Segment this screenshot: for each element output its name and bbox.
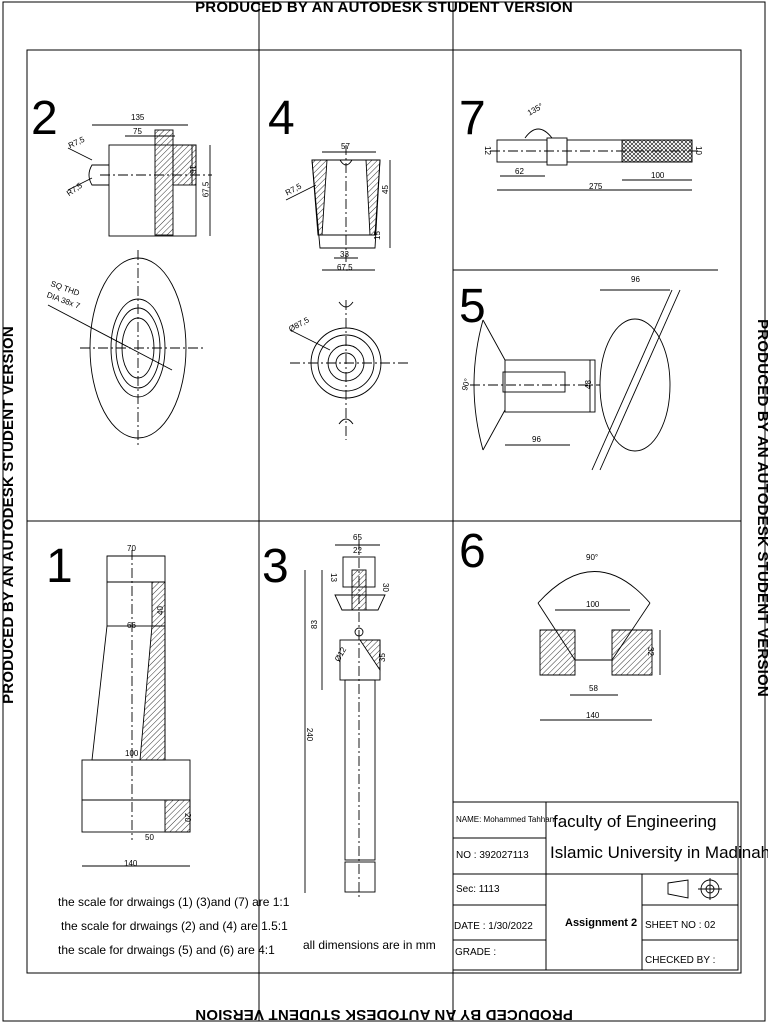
assignment-title: Assignment 2 [565, 917, 638, 929]
drawing-5 [470, 289, 681, 471]
dim-label: 33 [340, 250, 349, 259]
dim-label: 35 [377, 653, 387, 662]
dim-label: 67,5 [201, 181, 211, 198]
dim-label: 75 [133, 127, 142, 136]
dim-label: 30 [380, 583, 390, 592]
dim-label: 12 [482, 146, 492, 155]
scale-note: the scale for drwaings (2) and (4) are 1… [61, 919, 288, 933]
drawing-number-4: 4 [268, 92, 295, 145]
drawing-3 [304, 540, 386, 900]
drawing-number-2: 2 [31, 92, 58, 145]
drawing-number-7: 7 [459, 92, 486, 145]
student-number: NO : 392027113 [456, 850, 529, 861]
dim-label: 240 [305, 727, 315, 742]
dim-label: 65 [353, 533, 362, 542]
drawing-2 [47, 124, 212, 445]
dim-label: 58 [589, 684, 598, 693]
dim-label: 66 [127, 621, 136, 630]
dim-label: 40 [155, 606, 165, 615]
checked-by: CHECKED BY : [645, 955, 716, 966]
dim-label: 32 [645, 647, 655, 656]
dim-label: 10 [693, 146, 703, 155]
section: Sec: 1113 [456, 884, 500, 895]
dim-label: 140 [124, 859, 138, 868]
dim-label: 90° [586, 553, 599, 562]
dimensions-note: all dimensions are in mm [303, 938, 436, 952]
dim-label: 100 [651, 171, 665, 180]
dim-label: 100 [586, 600, 600, 609]
title-block [452, 801, 739, 971]
dim-label: 57 [341, 142, 350, 151]
drawing-7 [490, 128, 700, 191]
drawing-4 [285, 145, 408, 440]
drawing-6 [537, 571, 661, 721]
student-name: NAME: Mohammed Tahhan [456, 815, 555, 824]
dim-label: 22 [353, 546, 362, 555]
drawing-number-6: 6 [459, 525, 486, 578]
drawing-number-5: 5 [459, 280, 486, 333]
scale-note: the scale for drwaings (1) (3)and (7) ar… [58, 895, 290, 909]
drawing-number-3: 3 [262, 540, 289, 593]
watermark-top: PRODUCED BY AN AUTODESK STUDENT VERSION [195, 0, 573, 16]
dim-label: 50 [145, 833, 154, 842]
dim-label: 100 [125, 749, 139, 758]
dim-label: 140 [586, 711, 600, 720]
dim-label: 67,5 [337, 263, 353, 272]
dim-label: 15 [372, 231, 382, 240]
scale-note: the scale for drwaings (5) and (6) are 4… [58, 943, 275, 957]
drawing-number-1: 1 [46, 540, 73, 593]
dim-label: 135 [131, 113, 145, 122]
faculty-name: faculty of Engineering [553, 812, 717, 831]
drawing-1 [81, 550, 191, 867]
dim-label: 275 [589, 182, 603, 191]
projection-symbol [667, 878, 722, 900]
dim-label: 15 [187, 165, 197, 174]
dim-label: 96 [631, 275, 640, 284]
dim-label: 70 [127, 544, 136, 553]
sheet-number: SHEET NO : 02 [645, 920, 716, 931]
dim-label: 62 [515, 167, 524, 176]
dim-label: 13 [328, 573, 338, 582]
dim-label: 83 [309, 620, 319, 629]
dim-label: 20 [182, 813, 192, 822]
dim-label: 96 [532, 435, 541, 444]
dim-label: 48 [583, 380, 593, 389]
university-name: Islamic University in Madinah [550, 843, 768, 862]
grade: GRADE : [455, 947, 497, 958]
dim-label: 45 [380, 185, 390, 194]
date: DATE : 1/30/2022 [454, 921, 533, 932]
